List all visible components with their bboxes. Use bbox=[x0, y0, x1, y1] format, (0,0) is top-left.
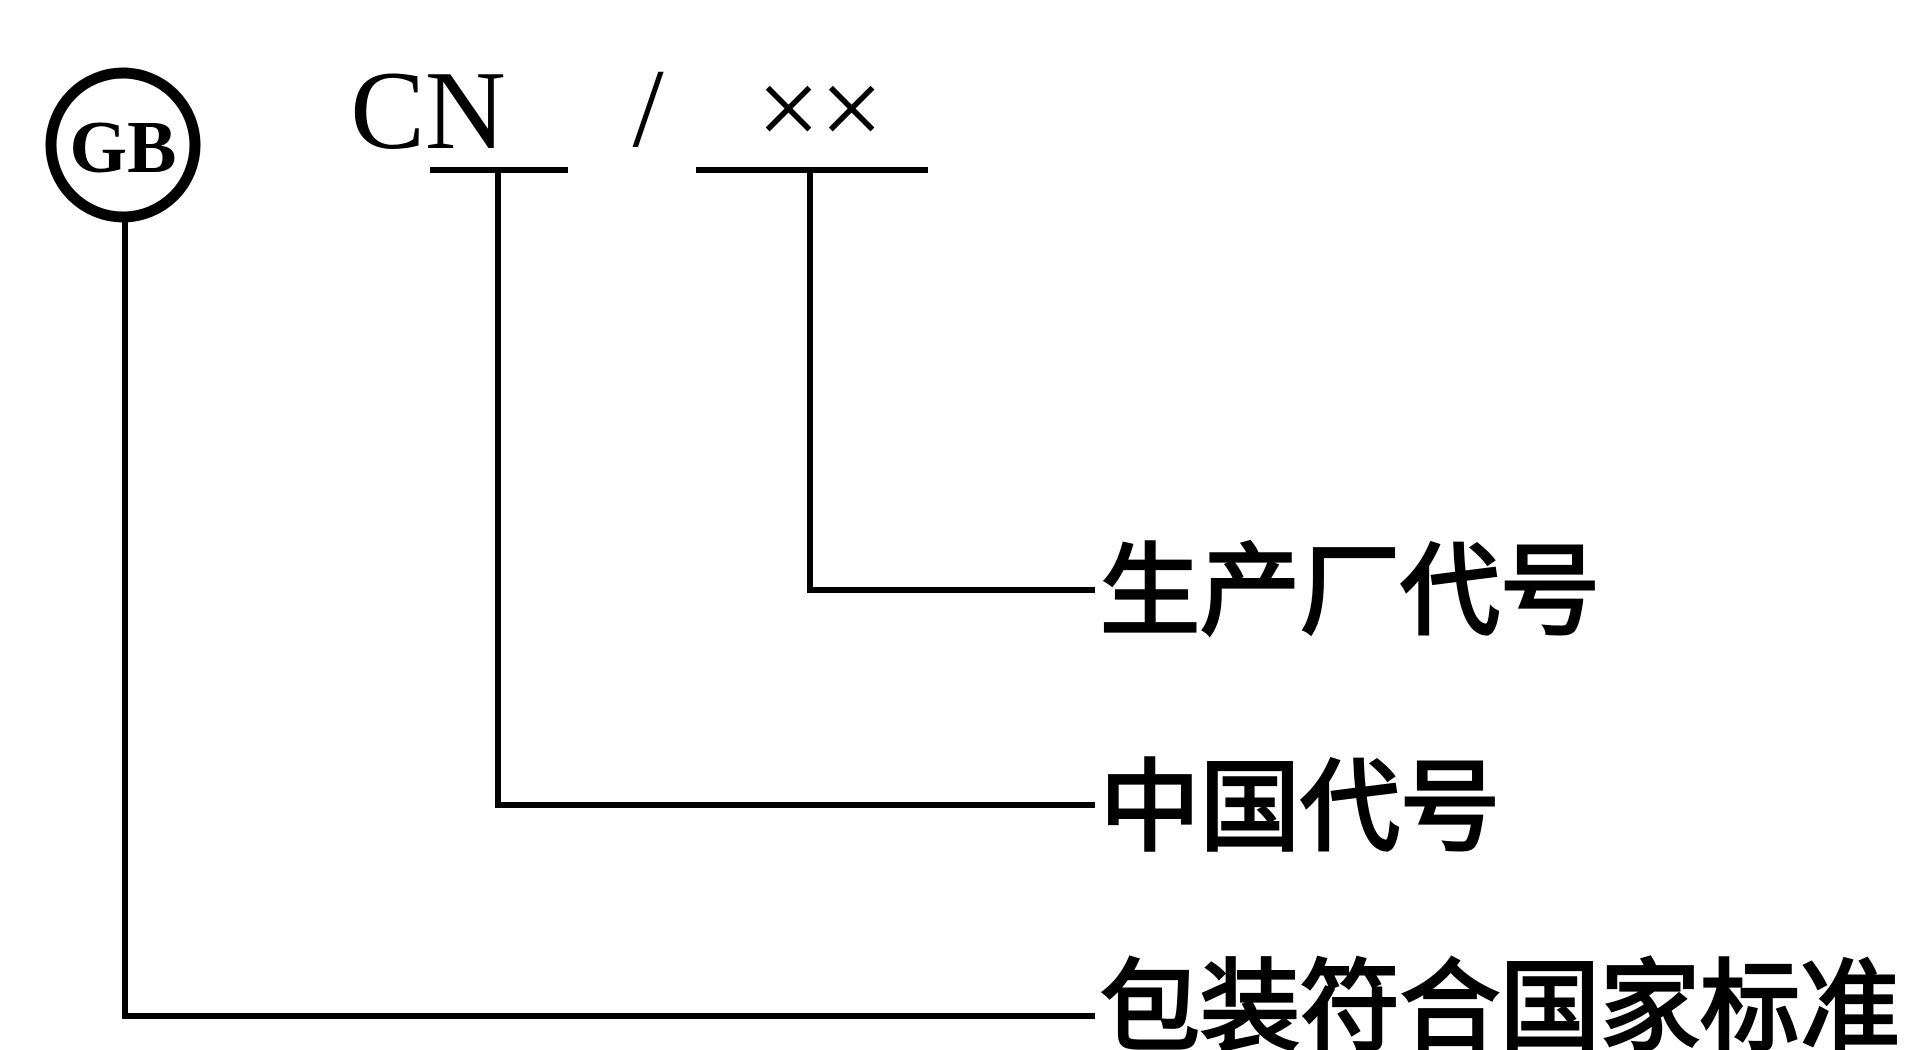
separator-text: / bbox=[632, 47, 664, 171]
manufacturer-code-label: 生产厂代号 bbox=[1100, 533, 1600, 650]
country-code-label: 中国代号 bbox=[1100, 749, 1500, 866]
standard-leader-line bbox=[122, 217, 1095, 1019]
manufacturer-leader-line bbox=[807, 172, 1095, 593]
country-code-text: CN bbox=[350, 49, 506, 173]
national-standard-label: 包装符合国家标准 bbox=[1100, 949, 1900, 1050]
gb-circle-symbol: GB bbox=[45, 67, 201, 223]
manufacturer-code-text: ×× bbox=[757, 47, 883, 171]
gb-symbol-text: GB bbox=[70, 107, 177, 189]
country-leader-line bbox=[495, 172, 1095, 808]
